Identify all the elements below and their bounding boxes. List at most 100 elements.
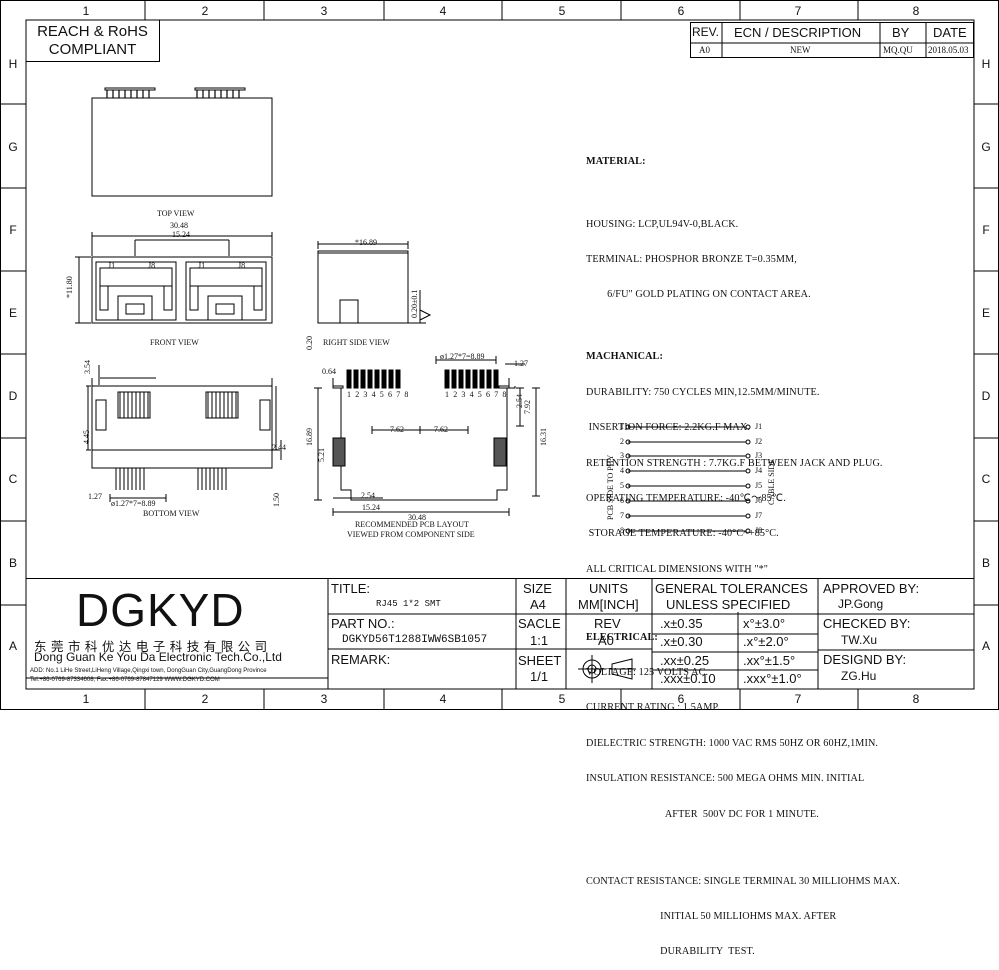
part-no-label: PART NO.:	[331, 616, 395, 631]
top-view-outline	[91, 87, 273, 197]
tolerance-angle-1: x°±3.0°	[743, 616, 786, 631]
pcb-pin-numbers-left: 1 2 3 4 5 6 7 8	[347, 390, 410, 399]
dim-4-45: 4.45	[82, 430, 91, 444]
scale-value: 1:1	[530, 633, 549, 648]
tolerance-linear-2: .x±0.30	[660, 634, 703, 649]
material-line: HOUSING: LCP,UL94V-0,BLACK.	[586, 218, 739, 230]
front-j1-b: J1	[198, 261, 206, 270]
front-view-outline	[75, 232, 273, 324]
title-block-grid	[26, 578, 974, 689]
title-label: TITLE:	[331, 581, 371, 596]
units-label: UNITS	[589, 581, 628, 596]
schematic-jack-2: J2	[755, 437, 763, 446]
zone-row-b: B	[8, 556, 17, 570]
mechanical-line: ALL CRITICAL DIMENSIONS WITH "*"	[586, 563, 769, 575]
tolerance-title-2: UNLESS SPECIFIED	[666, 597, 791, 612]
dim-2-54: 2.54	[361, 491, 375, 500]
tolerance-angle-2: .x°±2.0°	[743, 634, 789, 649]
tolerance-linear-3: .xx±0.25	[660, 653, 710, 668]
dim-5-21: 5.21	[317, 448, 326, 462]
front-j8-b: J8	[238, 261, 246, 270]
dim-1-50: 1.50	[272, 493, 281, 507]
zone-col-4-bottom: 4	[439, 692, 447, 706]
electrical-line: AFTER 500V DC FOR 1 MINUTE.	[586, 808, 819, 820]
designed-by-value: ZG.Hu	[841, 669, 877, 683]
mechanical-line: OPERATING TEMPERATURE: -40℃～85℃.	[586, 492, 786, 504]
zone-col-6: 6	[677, 4, 685, 18]
dim-2-54-v: 2.54	[515, 394, 524, 408]
dim-7-92: 7.92	[523, 400, 532, 414]
schematic-pin-5: 5	[620, 481, 624, 490]
tolerance-title-1: GENERAL TOLERANCES	[655, 581, 808, 596]
electrical-heading: ELECTRICAL:	[586, 631, 658, 643]
schematic-pin-4: 4	[620, 466, 624, 475]
pcb-layout-label-2: VIEWED FROM COMPONENT SIDE	[347, 530, 475, 539]
checked-by-value: TW.Xu	[841, 633, 878, 647]
right-side-view-label: RIGHT SIDE VIEW	[323, 338, 390, 347]
dim-0-20-tol: 0.20±0.1	[410, 289, 419, 318]
zone-col-8: 8	[912, 4, 920, 18]
front-j1: J1	[108, 261, 116, 270]
date-header: DATE	[933, 25, 967, 40]
zone-row-g: G	[8, 140, 18, 154]
zone-col-5: 5	[558, 4, 566, 18]
material-line: TERMINAL: PHOSPHOR BRONZE T=0.35MM,	[586, 253, 797, 265]
tolerance-angle-3: .xx°±1.5°	[743, 653, 796, 668]
zone-row-c-right: C	[981, 472, 991, 486]
pcb-layout-outline	[314, 356, 540, 516]
dim-3-54: 3.54	[83, 360, 92, 374]
company-name-en: Dong Guan Ke You Da Electronic Tech.Co.,…	[34, 650, 282, 664]
projection-symbol-icon	[578, 655, 636, 683]
zone-col-2-bottom: 2	[201, 692, 209, 706]
ecn-header: ECN / DESCRIPTION	[734, 25, 862, 40]
zone-col-5-bottom: 5	[558, 692, 566, 706]
dim-1-27: 1.27	[514, 359, 528, 368]
company-contact: Tel:+86-0769-87334608; Fax:+86-0769-8784…	[30, 677, 220, 683]
tolerance-angle-4: .xxx°±1.0°	[743, 671, 802, 686]
dim-7-62-left: 7.62	[390, 425, 404, 434]
zone-row-a-right: A	[981, 639, 990, 653]
scale-label: SACLE	[518, 616, 561, 631]
zone-col-3: 3	[320, 4, 328, 18]
company-logo: DGKYD	[76, 584, 245, 636]
rev-value: A0	[699, 45, 710, 55]
schematic-jack-6: J6	[755, 496, 763, 505]
date-value: 2018.05.03	[928, 45, 969, 55]
remark-label: REMARK:	[331, 652, 391, 667]
material-heading: MATERIAL:	[586, 155, 646, 167]
front-view-label: FRONT VIEW	[150, 338, 199, 347]
zone-row-e-right: E	[981, 306, 990, 320]
zone-row-c: C	[8, 472, 18, 486]
dim-7-62-right: 7.62	[434, 425, 448, 434]
zone-row-d: D	[8, 389, 18, 403]
dim-16-89: *16.89	[355, 238, 377, 247]
company-address: ADD: No.1 LiHe Street,LiHeng Village,Qin…	[30, 668, 267, 674]
compliance-line-1: REACH & RoHS	[37, 23, 148, 40]
rev-value-title: A0	[598, 633, 614, 648]
schematic-pcb-side-label: PCB SIDE TO PHY	[606, 454, 615, 520]
pcb-layout-label-1: RECOMMENDED PCB LAYOUT	[355, 520, 469, 529]
material-line: 6/FU" GOLD PLATING ON CONTACT AREA.	[586, 289, 811, 301]
approved-by-value: JP.Gong	[838, 597, 884, 611]
zone-row-h: H	[8, 57, 18, 71]
schematic-jack-5: J5	[755, 481, 763, 490]
units-value: MM[INCH]	[578, 597, 639, 612]
mechanical-line: RETENTION STRENGTH : 7.7KG.F BETWEEN JAC…	[586, 457, 883, 469]
zone-col-1-bottom: 1	[82, 692, 90, 706]
zone-col-7-bottom: 7	[794, 692, 802, 706]
contact-line: DURABILITY TEST.	[586, 946, 755, 958]
electrical-line: VOLTAGE: 125 VOLTS AC.	[586, 667, 709, 679]
compliance-box: REACH & RoHS COMPLIANT	[26, 20, 160, 62]
dim-0-20: 0.20	[305, 336, 314, 350]
revision-table-grid	[690, 22, 974, 58]
schematic-jack-1: J1	[755, 422, 763, 431]
tolerance-linear-4: .xxx±0.10	[660, 671, 716, 686]
electrical-line: DIELECTRIC STRENGTH: 1000 VAC RMS 50HZ O…	[586, 737, 879, 749]
checked-by-label: CHECKED BY:	[823, 616, 911, 631]
designed-by-label: DESIGND BY:	[823, 652, 907, 667]
pcb-pin-numbers-right: 1 2 3 4 5 6 7 8	[445, 390, 508, 399]
electrical-line: INSULATION RESISTANCE: 500 MEGA OHMS MIN…	[586, 773, 865, 785]
dim-2-44: 2.44	[272, 443, 286, 452]
mechanical-line: DURABILITY: 750 CYCLES MIN,12.5MM/MINUTE…	[586, 386, 820, 398]
schematic-pin-2: 2	[620, 437, 624, 446]
